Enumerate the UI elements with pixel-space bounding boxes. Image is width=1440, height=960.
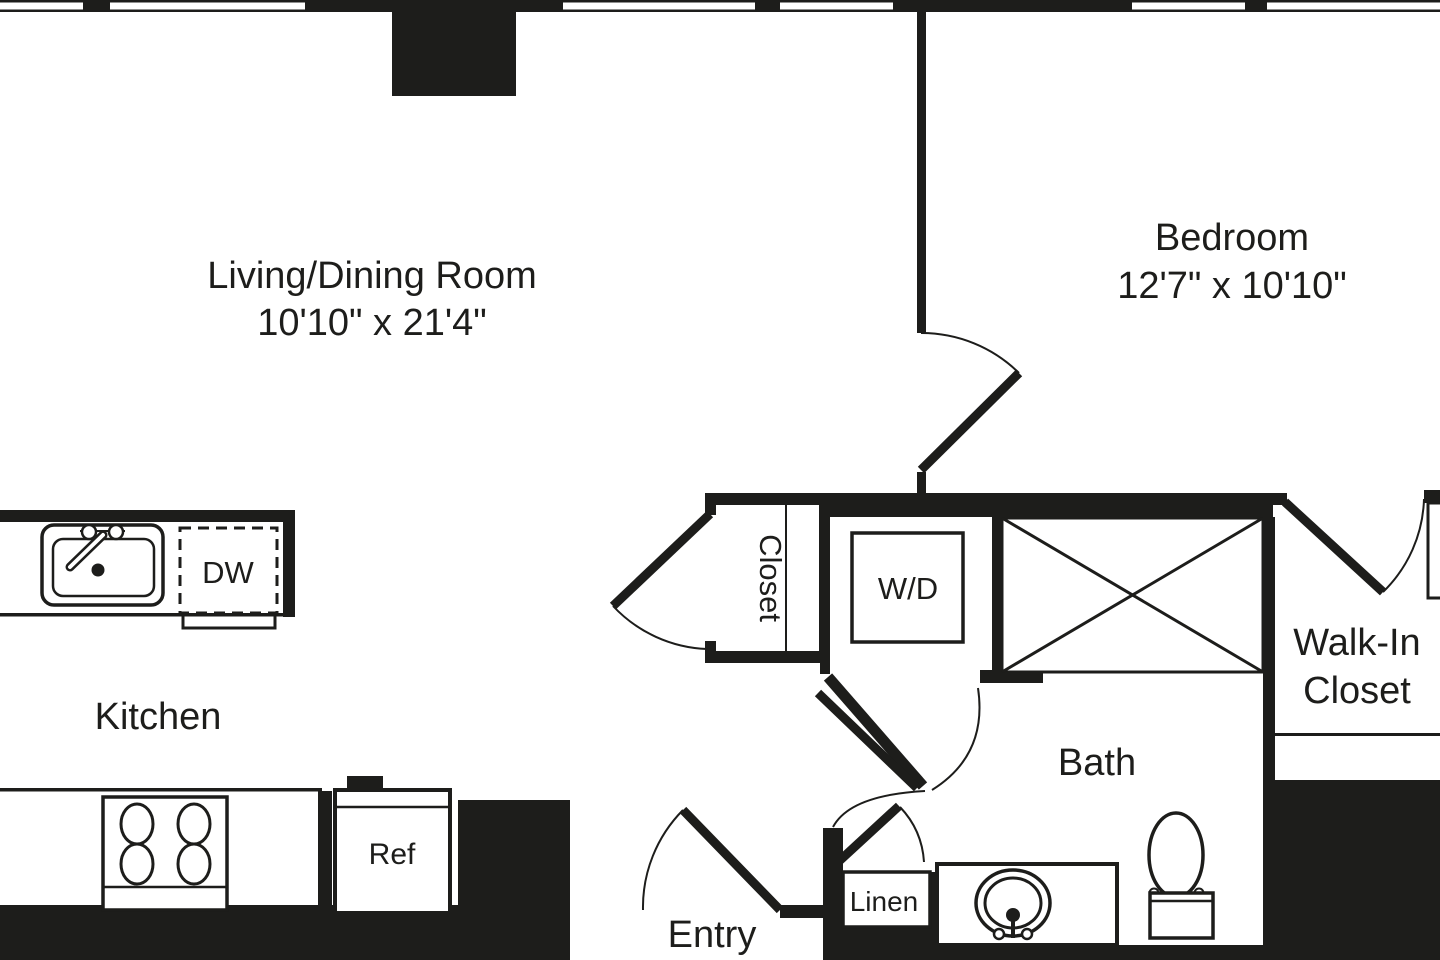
stove-burner [176, 802, 212, 846]
linen-left-wall [823, 828, 843, 945]
dishwasher-front [181, 613, 277, 630]
vanity-faucet-handle [992, 927, 1006, 941]
hall-closet: Closet [609, 493, 830, 663]
window [0, 0, 83, 12]
bath-door-arc [931, 687, 981, 791]
walkin-side-window [1426, 501, 1440, 600]
bath-bottom-wall [823, 945, 1440, 960]
wall-segment [83, 0, 110, 12]
bedroom-partition [917, 10, 1023, 493]
bedroom-label: Bedroom [1155, 217, 1309, 259]
walkin-wall-stub [1273, 493, 1287, 505]
walkin-bottom-wall-block [1275, 780, 1440, 945]
walkin-door-leaf [1281, 498, 1387, 596]
room-labels: Living/Dining Room 10'10" x 21'4" Bedroo… [95, 217, 1347, 956]
storage-x-diagonal [1001, 516, 1264, 674]
living-room-dims: 10'10" x 21'4" [257, 302, 487, 344]
wall-block [458, 800, 570, 910]
dishwasher-label: DW [202, 555, 254, 590]
toilet-bowl [1147, 811, 1205, 899]
window [1132, 0, 1245, 12]
vanity-faucet-handle [1020, 927, 1034, 941]
hall-door-leaf [832, 802, 903, 868]
wall-segment [755, 0, 780, 12]
bedroom-wall-stub [917, 472, 926, 493]
kitchen-faucet-handle [107, 523, 125, 541]
laundry-left-wall [820, 517, 830, 674]
walkin-label-line1: Walk-In [1293, 622, 1420, 664]
wall-segment [305, 0, 563, 12]
laundry-closet: W/D [820, 517, 1043, 683]
bedroom-dims: 12'7" x 10'10" [1117, 265, 1347, 307]
storage-xbox [1000, 516, 1265, 674]
bedroom-wall [917, 10, 926, 333]
closet-door-leaf [609, 510, 714, 610]
linen-bottom-wall [843, 927, 937, 945]
kitchen-sink-drain [91, 563, 105, 577]
entry-label: Entry [668, 914, 757, 956]
counter-edge-line [0, 613, 285, 617]
diagonal-wall [823, 673, 928, 790]
hall-door-arc [899, 806, 925, 863]
exterior-wall-top [0, 0, 1440, 96]
living-room-label: Living/Dining Room [207, 255, 537, 297]
hall-door-arc [832, 790, 926, 828]
walkin-wall-stub [1424, 490, 1440, 503]
washer-dryer-label: W/D [878, 571, 938, 606]
stove-burner [119, 842, 155, 886]
entry-door [641, 806, 830, 918]
counter-end-wall [318, 791, 332, 905]
kitchen-lower-counter: Ref [0, 776, 570, 960]
kitchen-label: Kitchen [95, 696, 222, 738]
window [563, 0, 755, 12]
closet-bottom-wall [705, 651, 830, 663]
laundry-right-wall [992, 517, 1002, 682]
diagonal-door-leaf [814, 689, 921, 792]
linen-cabinet [841, 870, 932, 929]
window [1267, 0, 1440, 12]
dishwasher-box [178, 526, 279, 615]
refrigerator-handle [347, 776, 383, 790]
walkin-shelf-line [1275, 733, 1440, 736]
refrigerator-label: Ref [369, 838, 416, 871]
entry-door-arc [641, 809, 684, 911]
refrigerator [333, 788, 452, 915]
walkin-label-line2: Closet [1303, 670, 1411, 712]
structural-column [392, 10, 516, 96]
bath-right-wall [1263, 517, 1275, 945]
wall-segment [893, 0, 1132, 12]
counter-right-wall [283, 522, 295, 617]
entry-wall-segment [780, 905, 830, 918]
vanity-faucet-stem [1011, 915, 1015, 938]
stove-burner [119, 802, 155, 846]
entry-door-leaf [679, 806, 784, 914]
counter-edge-line [0, 788, 322, 792]
window [110, 0, 305, 12]
bedroom-door-arc [920, 331, 1020, 374]
kitchen-upper-counter: DW [0, 510, 295, 630]
bottom-exterior-wall [0, 905, 570, 960]
linen-right-wall [928, 872, 937, 945]
window [780, 0, 893, 12]
washer-dryer-box [850, 531, 965, 644]
bath-entry [814, 673, 981, 868]
kitchen-faucet-lever-fill [68, 533, 105, 569]
closet-label: Closet [753, 534, 788, 622]
walk-in-closet: Walk-In Closet [1273, 490, 1440, 945]
wall-segment [1245, 0, 1267, 12]
bedroom-door-leaf [917, 369, 1023, 474]
bath-label: Bath [1058, 742, 1136, 784]
bathroom: Linen [823, 811, 1440, 960]
closet-door-arc [612, 605, 708, 650]
counter-top-wall [0, 510, 295, 522]
stove-burner [176, 842, 212, 886]
interior-wall-hall [705, 493, 1273, 517]
walkin-door-arc [1382, 498, 1425, 593]
linen-label: Linen [850, 886, 919, 917]
closet-wall-stub [705, 641, 716, 663]
kitchen-faucet-handle [80, 523, 98, 541]
